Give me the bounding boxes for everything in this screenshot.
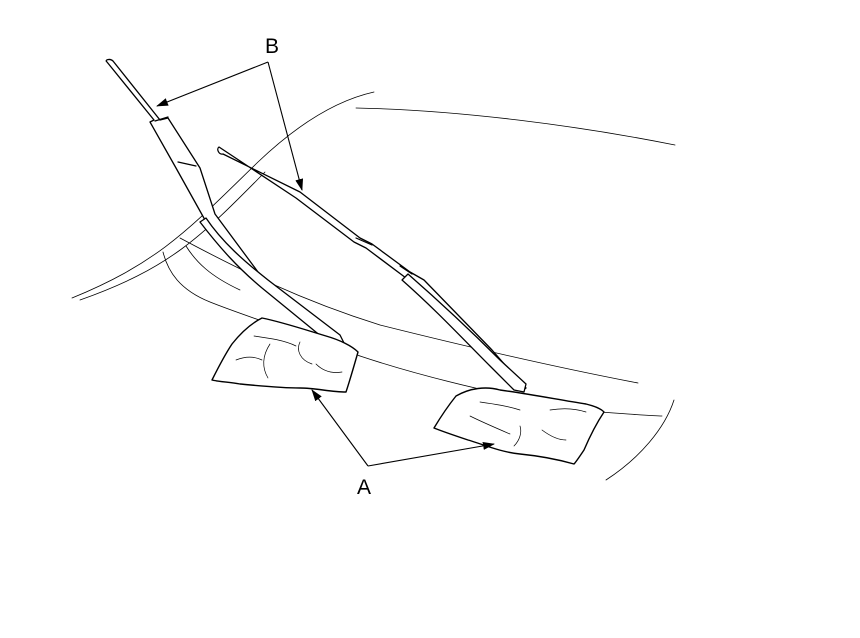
cowl-outline — [162, 245, 663, 417]
callout-label-a: A — [357, 476, 371, 499]
hood-edge — [605, 399, 675, 481]
callout-label-b: B — [265, 35, 279, 58]
right-wiper-arm — [401, 273, 527, 393]
left-protective-cloth — [211, 317, 359, 393]
callout-b-leaders — [156, 61, 304, 191]
right-wiper — [217, 146, 527, 393]
right-protective-cloth — [433, 387, 605, 465]
left-wiper-blade — [105, 58, 336, 341]
callout-a-leaders — [311, 389, 495, 467]
